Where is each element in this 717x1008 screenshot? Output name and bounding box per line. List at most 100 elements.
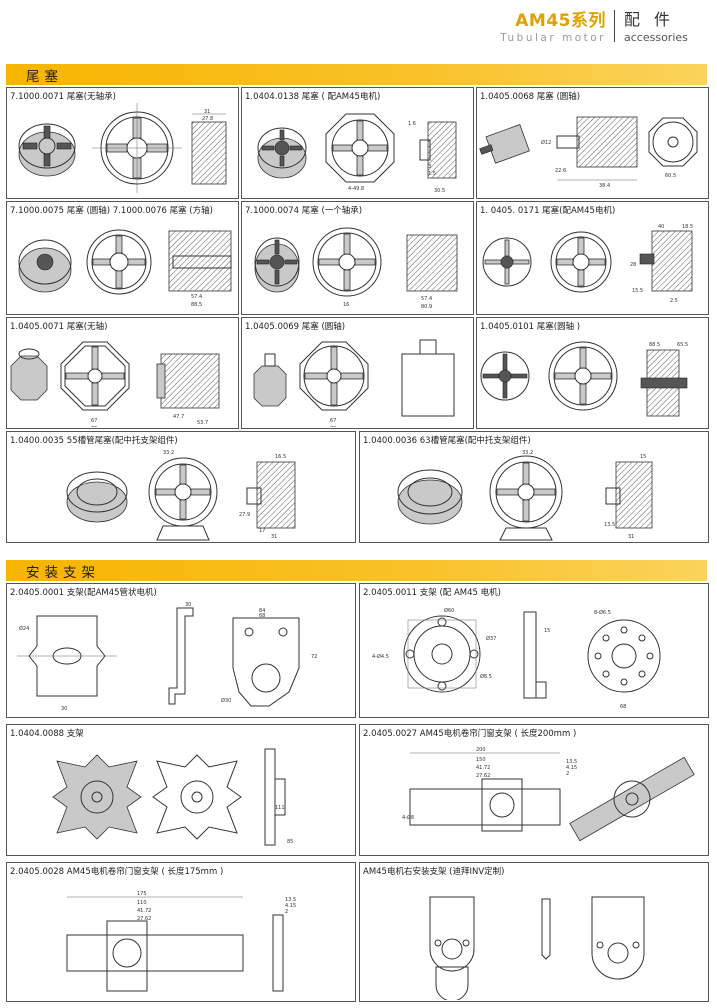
dim-label: 150 [476, 757, 486, 763]
product-code: 2.0405.0011 支架 (配 AM45 电机) [363, 588, 501, 598]
dim-label: 15.5 [632, 288, 643, 294]
dim-label: 4.15 [285, 903, 296, 909]
product-code: 1.0400.0036 63槽管尾塞(配中托支架组件) [363, 436, 531, 446]
dim-label: 1.6 [408, 121, 416, 127]
dim-label: 40 [658, 224, 664, 230]
dim-label: Ø12 [541, 139, 551, 146]
dim-label: 3 [428, 164, 431, 170]
product-code: 1.0404.0138 尾塞 ( 配AM45电机) [245, 92, 381, 102]
product-code: 2.0405.0001 支架(配AM45管状电机) [10, 588, 157, 598]
tail-plug-drawing: 88.5 65.5 [480, 341, 688, 417]
dim-label: 41.72 [476, 765, 490, 771]
dim-label: 13.5 [604, 522, 615, 528]
dim-label: 8-Ø6.5 [594, 609, 611, 616]
dim-label: 2.5 [670, 298, 678, 304]
tail-plug-drawing: 67 76 47.7 53.7 [10, 341, 220, 427]
product-cell: 2.0405.0027 AM45电机卷帘门窗支架 ( 长度200mm ) 200… [359, 724, 709, 856]
dim-label: 31 [271, 534, 277, 540]
brand-block: AM45系列 Tubular motor [500, 6, 606, 44]
series-subtitle: Tubular motor [500, 32, 606, 44]
product-cell: 1.0405.0071 尾塞(无轴) 67 76 47.7 53.7 [6, 317, 239, 429]
dim-label: Ø24 [19, 625, 29, 632]
dim-label: Ø37 [486, 635, 496, 642]
dim-label: 13.5 [285, 897, 296, 903]
product-cell: 1.0400.0036 63槽管尾塞(配中托支架组件) 33.2 15 13.5… [359, 431, 709, 543]
dim-label: 30 [185, 602, 191, 608]
dim-label: 111 [275, 805, 285, 811]
dim-label: 2 [285, 909, 288, 915]
dim-label: 27.62 [137, 916, 151, 922]
product-code: 2.0405.0028 AM45电机卷帘门窗支架 ( 长度175mm ) [10, 867, 224, 877]
dim-label: 22.6 [555, 168, 566, 174]
dim-label: 76 [91, 426, 97, 427]
product-cell: 7.1000.0074 尾塞 (一个轴承) 16 57.4 80.9 [241, 201, 474, 315]
dim-label: 65.5 [677, 342, 688, 348]
dim-label: 13.5 [566, 759, 577, 765]
dim-label: 18.5 [682, 224, 693, 230]
dim-label: 4-49.8 [348, 186, 364, 192]
bracket-drawing: Ø60 Ø37 4-Ø4.5 Ø8.5 15 8-Ø6.5 68 [372, 607, 661, 710]
dim-label: 33.2 [522, 450, 533, 456]
product-code: 7.1000.0075 尾塞 (圆轴) 7.1000.0076 尾塞 (方轴) [10, 206, 213, 216]
dim-label: 68 [259, 613, 265, 619]
product-code: 2.0405.0027 AM45电机卷帘门窗支架 ( 长度200mm ) [363, 729, 577, 739]
product-code: 7.1000.0074 尾塞 (一个轴承) [245, 206, 363, 216]
product-cell: 7.1000.0075 尾塞 (圆轴) 7.1000.0076 尾塞 (方轴) … [6, 201, 239, 315]
page-header: AM45系列 Tubular motor 配件 accessories [0, 0, 717, 56]
dim-label: 28 [630, 262, 636, 268]
dim-label: 110 [137, 900, 147, 906]
dim-label: Ø8.5 [480, 673, 492, 680]
dim-label: 47.7 [173, 414, 184, 420]
product-code: AM45电机右安装支架 (迪拜INV定制) [363, 867, 505, 877]
product-code: 1.0405.0101 尾塞(圆轴 ) [480, 322, 581, 332]
tail-plug-drawing: 33.2 15 13.5 31 [397, 450, 653, 541]
product-cell: 1.0400.0035 55槽管尾塞(配中托支架组件) 33.2 16.5 27… [6, 431, 356, 543]
dim-label: 88.5 [649, 342, 660, 348]
dim-label: 27.8 [202, 116, 213, 122]
category-block: 配件 accessories [624, 6, 688, 44]
dim-label: 38.4 [599, 183, 610, 189]
dim-label: 57.4 [421, 296, 432, 302]
product-code: 1.0405.0069 尾塞 (圆轴) [245, 322, 346, 332]
section-header-brackets: 安装支架 [6, 560, 707, 581]
product-cell: AM45电机右安装支架 (迪拜INV定制) [359, 862, 709, 1002]
product-cell: 1.0405.0068 尾塞 (圆轴) 38.4 22.6 Ø12 60.5 [476, 87, 709, 199]
tail-plug-drawing: 38.4 22.6 Ø12 60.5 [479, 116, 698, 189]
dim-label: 200 [476, 747, 486, 753]
tail-plug-drawing: 40 18.5 28 15.5 2.5 [482, 224, 693, 304]
dim-label: 2 [566, 771, 569, 777]
dim-label: 16.5 [275, 454, 286, 460]
dim-label: 175 [137, 891, 147, 897]
dim-label: 31 [628, 534, 634, 540]
product-cell: 1.0405.0069 尾塞 (圆轴) 67 76 [241, 317, 474, 429]
tail-plug-drawing: 16 57.4 80.9 [254, 227, 458, 310]
dim-label: 16 [343, 302, 349, 308]
tail-plug-drawing: 67 76 [253, 339, 455, 427]
section-title: 尾塞 [26, 69, 63, 85]
bracket-drawing: Ø24 30 30 84 68 72 Ø30 [17, 602, 317, 712]
product-code: 1.0405.0068 尾塞 (圆轴) [480, 92, 581, 102]
category-title: 配件 [624, 10, 685, 29]
dim-label: 88.5 [191, 302, 202, 308]
product-cell: 1.0405.0101 尾塞(圆轴 ) 88.5 65.5 [476, 317, 709, 429]
dim-label: 68 [620, 704, 626, 710]
dim-label: 84 [259, 608, 265, 614]
dim-label: 41.72 [137, 908, 151, 914]
product-code: 1.0405.0071 尾塞(无轴) [10, 322, 108, 332]
product-code: 1.0404.0088 支架 [10, 729, 84, 739]
tail-plug-drawing: 31 27.8 [18, 103, 227, 193]
product-cell: 1. 0405. 0171 尾塞(配AM45电机) 40 18.5 28 15.… [476, 201, 709, 315]
dim-label: 76 [330, 426, 336, 427]
bracket-drawing [429, 896, 645, 1000]
series-title: AM45系列 [515, 11, 606, 31]
dim-label: 60.5 [665, 173, 676, 179]
product-code: 1. 0405. 0171 尾塞(配AM45电机) [480, 206, 616, 216]
bracket-drawing: 200 150 41.72 27.62 4-Ø8 13.5 4.15 2 [402, 747, 695, 842]
dim-label: 57.4 [191, 294, 202, 300]
dim-label: 15 [544, 628, 550, 634]
bracket-drawing: 111 85 [52, 748, 293, 846]
bracket-drawing: 175 110 41.72 27.62 13.5 4.15 2 [66, 891, 296, 992]
product-code: 7.1000.0071 尾塞(无轴承) [10, 92, 116, 102]
product-cell: 2.0405.0028 AM45电机卷帘门窗支架 ( 长度175mm ) 175… [6, 862, 356, 1002]
product-cell: 2.0405.0001 支架(配AM45管状电机) Ø24 30 30 84 6… [6, 583, 356, 718]
